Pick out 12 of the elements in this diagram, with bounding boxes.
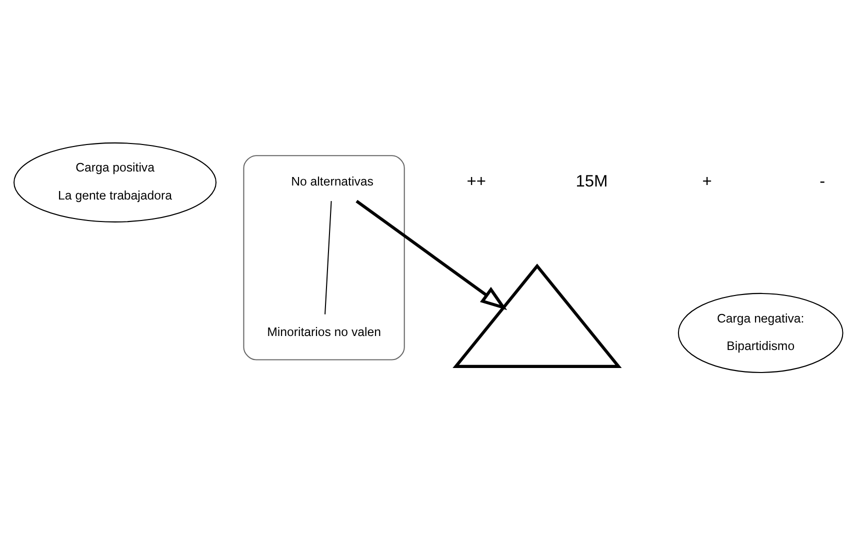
- node-text: No alternativas: [290, 174, 373, 189]
- cluster: [242, 155, 404, 360]
- node-ellipse: Carga positiva La gente trabajadora: [13, 142, 216, 222]
- arrow: [355, 200, 507, 310]
- label: +: [702, 172, 712, 190]
- node-triangle: [452, 264, 622, 368]
- label: ++: [466, 172, 486, 190]
- label: 15M: [575, 172, 608, 190]
- node-ellipse: Carga negativa: Bipartidismo: [677, 292, 843, 373]
- node-text: Minoritarios no valen: [266, 325, 380, 340]
- label: -: [819, 172, 825, 190]
- connector: [324, 201, 332, 314]
